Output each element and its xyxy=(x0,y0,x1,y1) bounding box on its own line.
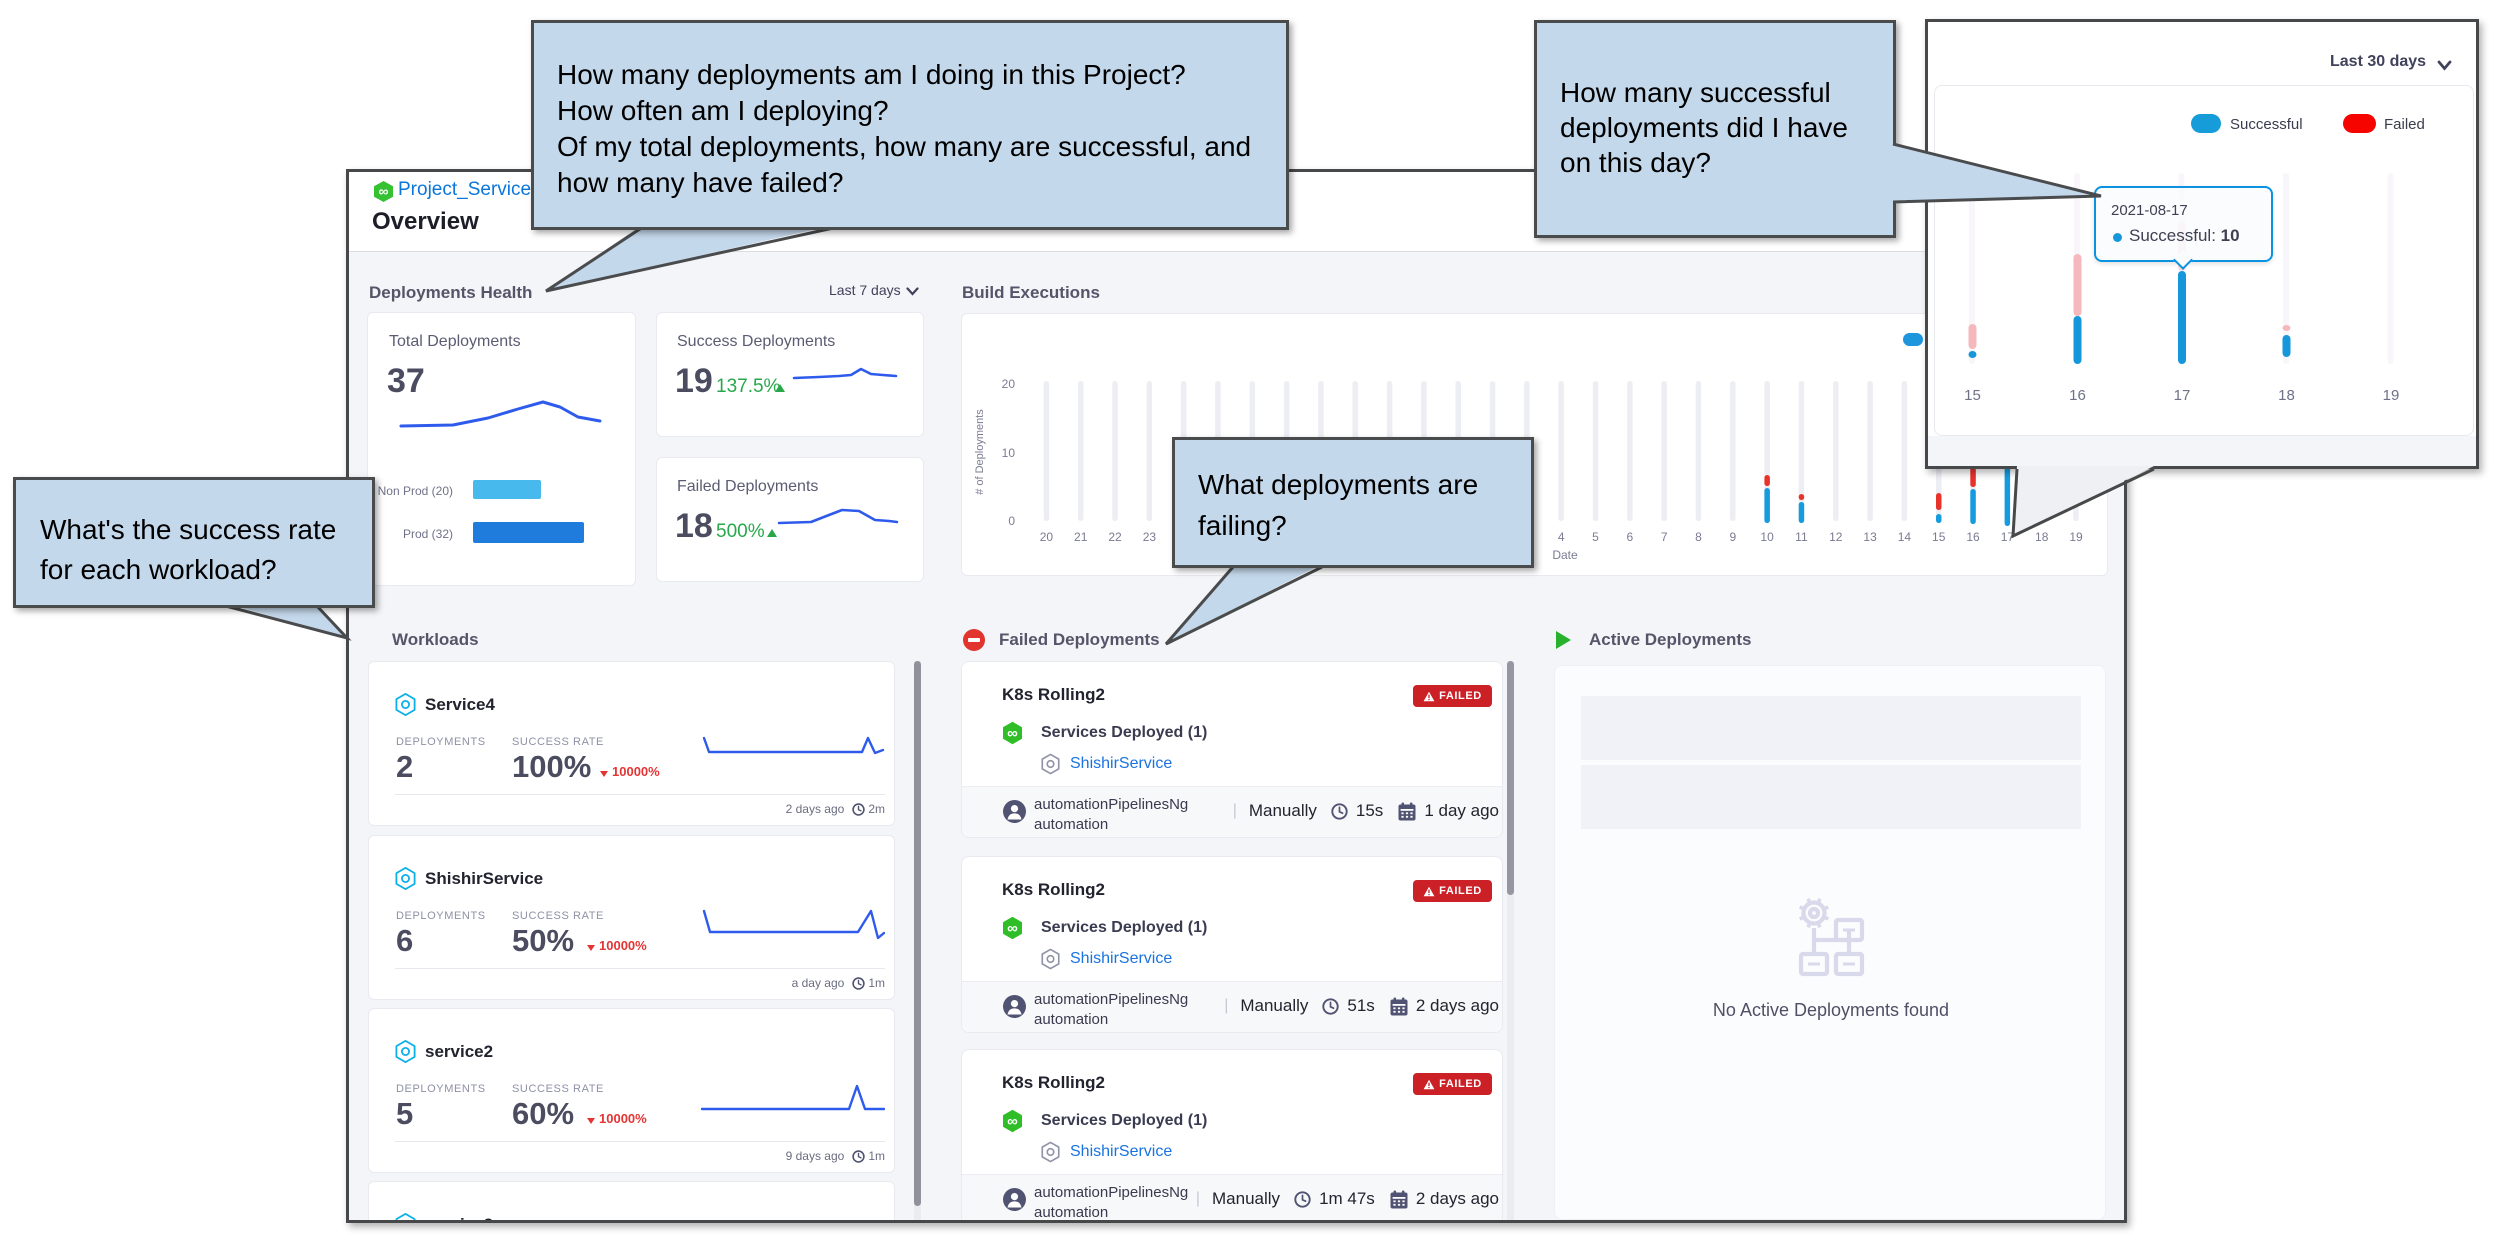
svg-text:11: 11 xyxy=(1795,530,1808,544)
svg-text:Date: Date xyxy=(1552,548,1578,562)
svg-text:∞: ∞ xyxy=(379,183,389,199)
svg-text:∞: ∞ xyxy=(1007,1113,1018,1130)
svg-text:19: 19 xyxy=(2069,530,2083,544)
svg-text:23: 23 xyxy=(1143,530,1157,544)
svg-text:15: 15 xyxy=(1964,387,1981,404)
svg-text:15: 15 xyxy=(1932,530,1946,544)
svg-text:20: 20 xyxy=(1040,530,1054,544)
svg-text:7: 7 xyxy=(1661,530,1668,544)
svg-text:21: 21 xyxy=(1074,530,1088,544)
svg-text:10: 10 xyxy=(1002,446,1016,460)
svg-text:Failed: Failed xyxy=(2384,116,2425,133)
svg-text:18: 18 xyxy=(2278,387,2295,404)
svg-text:4: 4 xyxy=(1558,530,1565,544)
svg-text:8: 8 xyxy=(1695,530,1702,544)
svg-text:16: 16 xyxy=(2069,387,2086,404)
svg-text:20: 20 xyxy=(1002,377,1016,391)
svg-text:Successful: Successful xyxy=(2230,116,2303,133)
svg-text:∞: ∞ xyxy=(1007,725,1018,742)
svg-text:6: 6 xyxy=(1626,530,1633,544)
svg-text:16: 16 xyxy=(1966,530,1980,544)
svg-text:19: 19 xyxy=(2383,387,2400,404)
svg-text:9: 9 xyxy=(1729,530,1736,544)
svg-text:5: 5 xyxy=(1592,530,1599,544)
svg-text:0: 0 xyxy=(1008,514,1015,528)
svg-text:13: 13 xyxy=(1863,530,1877,544)
svg-text:22: 22 xyxy=(1108,530,1122,544)
svg-text:17: 17 xyxy=(2174,387,2191,404)
svg-text:∞: ∞ xyxy=(1007,920,1018,937)
svg-text:10: 10 xyxy=(1760,530,1774,544)
svg-text:# of Deployments: # of Deployments xyxy=(974,409,986,495)
svg-text:18: 18 xyxy=(2035,530,2049,544)
svg-text:17: 17 xyxy=(2001,530,2015,544)
svg-text:14: 14 xyxy=(1898,530,1912,544)
svg-text:12: 12 xyxy=(1829,530,1843,544)
